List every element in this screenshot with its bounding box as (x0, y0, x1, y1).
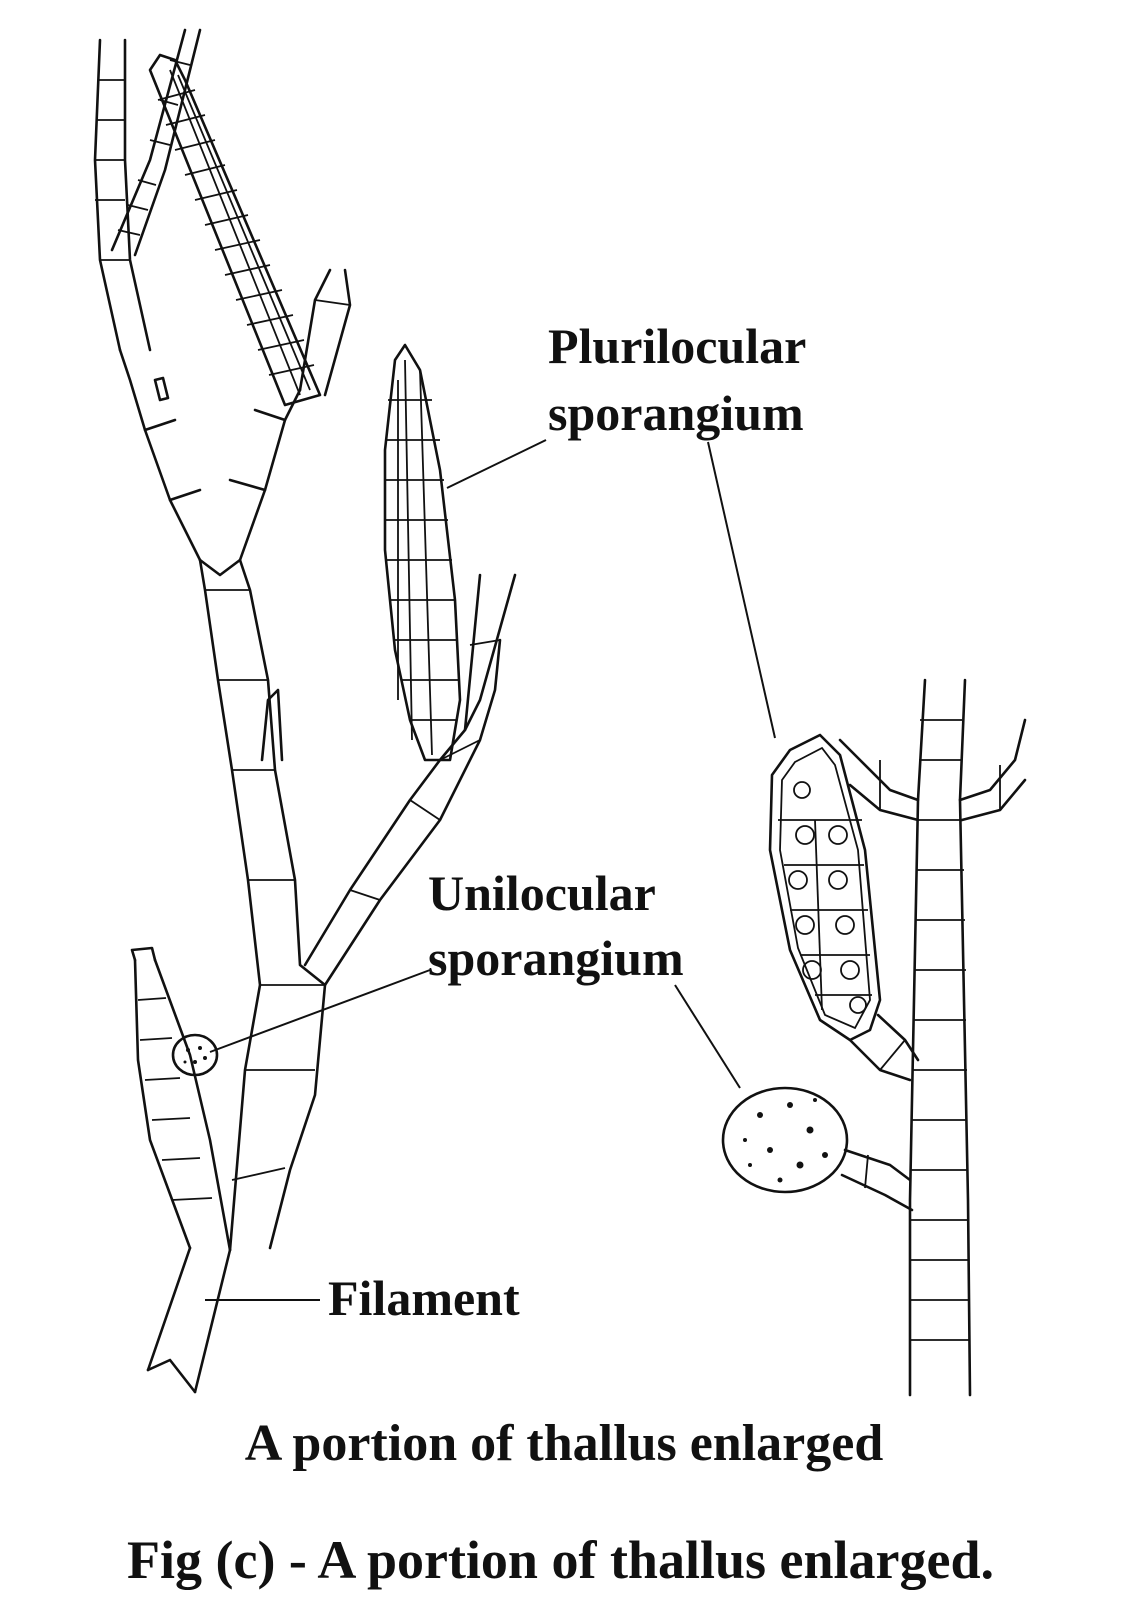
leader-plurilocular-middle (446, 439, 547, 489)
label-unilocular-line2: sporangium (428, 930, 684, 986)
leader-unilocular-right (674, 984, 741, 1089)
leader-plurilocular-right (707, 441, 776, 739)
label-plurilocular-line2: sporangium (548, 385, 804, 441)
label-filament: Filament (328, 1270, 520, 1326)
figure-caption: Fig (c) - A portion of thallus enlarged. (127, 1530, 994, 1590)
label-unilocular-line1: Unilocular (428, 865, 656, 921)
right-thallus (721, 678, 1027, 1397)
leader-unilocular-left (209, 969, 431, 1053)
diagram-caption: A portion of thallus enlarged (245, 1415, 884, 1472)
left-thallus (93, 28, 517, 1394)
label-plurilocular-line1: Plurilocular (548, 318, 806, 374)
